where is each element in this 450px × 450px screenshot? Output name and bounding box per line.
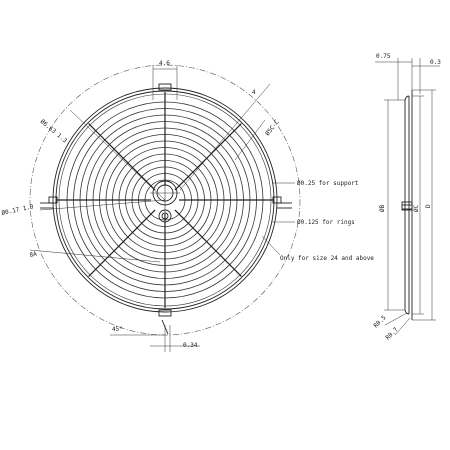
dim-r1: R0.5 <box>372 314 387 329</box>
dim-phi-c: ØC <box>413 204 420 212</box>
dim-top-left: 0.75 <box>376 53 391 60</box>
dim-top-width: 4.6 <box>159 60 170 67</box>
outer-frame-ring <box>52 87 278 313</box>
dim-phi-b: ØB <box>379 204 386 212</box>
front-dimensions <box>29 65 295 352</box>
dim-left: 8A <box>29 251 38 259</box>
mounting-lugs <box>40 83 292 335</box>
note-size: Only for size 24 and above <box>280 255 374 262</box>
spoke <box>174 209 242 277</box>
center-hub <box>150 178 180 230</box>
front-view: 4.6 Ø6.63 1.3 Ø0.17 1.0 4 Ø5C-C Ø0.25 fo… <box>1 60 374 352</box>
outer-frame-ring-inner <box>55 90 275 310</box>
dim-small-top: 4 <box>252 89 256 96</box>
dim-r2: R0.7 <box>384 326 399 341</box>
dim-mid-ring: Ø5C-C <box>264 118 281 137</box>
dim-bottom: 0.34 <box>183 342 198 349</box>
dim-top-right: 0.3 <box>430 59 441 66</box>
spoke <box>88 123 156 191</box>
dim-d: D <box>425 204 432 208</box>
side-dimensions <box>375 58 440 336</box>
side-view: 0.75 0.3 ØB ØC D R0.5 R0.7 <box>372 53 441 341</box>
dim-support: Ø0.25 for support <box>297 180 359 187</box>
dim-frame-ring: Ø0.17 1.0 <box>1 203 35 217</box>
spoke <box>88 209 156 277</box>
dim-angle: 45° <box>112 326 123 333</box>
dim-rings: Ø0.125 for rings <box>297 219 355 226</box>
dim-outer-ring: Ø6.63 1.3 <box>39 118 69 145</box>
